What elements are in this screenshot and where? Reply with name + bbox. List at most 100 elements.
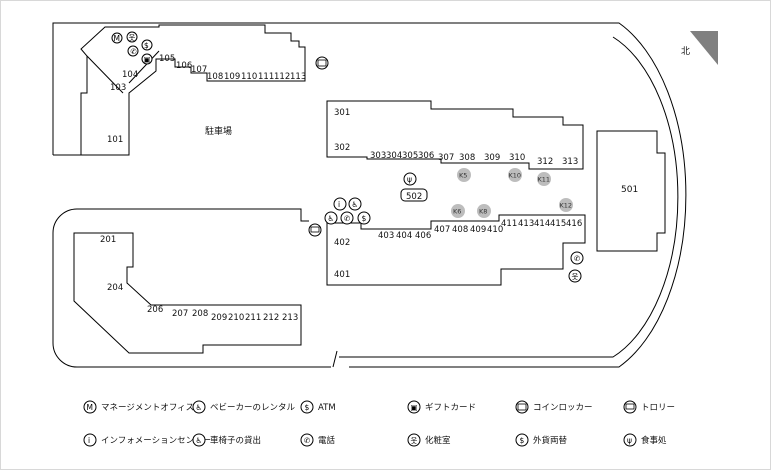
legend-information: i インフォメーションセンター [83, 433, 211, 447]
atm-icon[interactable]: $ [357, 211, 371, 225]
kiosk-k11[interactable]: K11 [537, 172, 551, 186]
management-office-icon[interactable]: M [111, 32, 123, 44]
unit-307: 307 [438, 153, 454, 163]
svg-text:♿: ♿ [328, 214, 335, 223]
unit-410: 410 [487, 225, 503, 235]
information-icon[interactable]: i [333, 197, 347, 211]
site-outline-top [52, 22, 687, 368]
svg-text:웃: 웃 [572, 272, 579, 281]
svg-text:食事処: 食事処 [641, 435, 667, 446]
north-arrow-icon [690, 31, 718, 65]
building-200 [73, 232, 302, 354]
unit-403: 403 [378, 231, 394, 241]
kiosk-k5[interactable]: K5 [457, 168, 471, 182]
unit-310: 310 [509, 153, 525, 163]
kiosk-k6[interactable]: K6 [451, 204, 465, 218]
parking-label: 駐車場 [205, 125, 232, 137]
svg-text:ベビーカーのレンタル: ベビーカーのレンタル [210, 403, 296, 413]
unit-302: 302 [334, 143, 350, 153]
svg-text:M: M [114, 34, 120, 43]
phone-icon[interactable]: ✆ [127, 45, 139, 57]
dining-icon: ψ [627, 436, 632, 445]
unit-303: 303 [370, 151, 386, 161]
restroom-icon[interactable]: 웃 [568, 269, 582, 283]
unit-209: 209 [211, 313, 227, 323]
management-office-icon: M [87, 403, 93, 412]
unit-208: 208 [192, 309, 208, 319]
unit-106: 106 [176, 61, 192, 71]
svg-text:電話: 電話 [318, 435, 336, 446]
unit-414: 414 [534, 219, 550, 229]
unit-112: 112 [274, 72, 290, 82]
svg-text:外貨両替: 外貨両替 [533, 435, 568, 446]
svg-text:マネージメントオフィス: マネージメントオフィス [101, 403, 194, 413]
building-100 [80, 24, 306, 156]
unit-413: 413 [518, 219, 534, 229]
unit-501: 501 [621, 185, 638, 195]
dining-icon[interactable]: ψ [403, 172, 417, 186]
svg-text:K8: K8 [479, 208, 487, 216]
legend-restroom: 웃 化粧室 [407, 433, 451, 447]
site-inner-curve [339, 36, 679, 358]
unit-409: 409 [470, 225, 486, 235]
unit-306: 306 [418, 151, 434, 161]
building-400 [326, 214, 586, 286]
atm-icon: $ [305, 403, 310, 412]
gift-icon[interactable]: ▣ [141, 53, 153, 65]
phone-icon[interactable]: ✆ [340, 211, 354, 225]
stroller-icon: ♿ [196, 403, 203, 412]
trolley-icon[interactable] [308, 223, 322, 237]
trolley-icon [625, 403, 635, 410]
unit-404: 404 [396, 231, 412, 241]
unit-308: 308 [459, 153, 475, 163]
svg-text:✆: ✆ [574, 254, 580, 263]
unit-312: 312 [537, 157, 553, 167]
svg-text:K11: K11 [538, 176, 551, 184]
restroom-icon[interactable]: 웃 [126, 31, 138, 43]
unit-206: 206 [147, 305, 163, 315]
svg-text:ギフトカード: ギフトカード [425, 403, 476, 413]
unit-313: 313 [562, 157, 578, 167]
phone-icon[interactable]: ✆ [570, 251, 584, 265]
unit-110: 110 [241, 72, 257, 82]
unit-411: 411 [501, 219, 517, 229]
locker-icon[interactable] [315, 56, 329, 70]
svg-text:ψ: ψ [407, 175, 412, 184]
unit-107: 107 [191, 65, 207, 75]
svg-text:▣: ▣ [144, 55, 151, 64]
unit-113: 113 [290, 72, 306, 82]
unit-204: 204 [107, 283, 123, 293]
kiosk-k10[interactable]: K10 [508, 168, 522, 182]
svg-text:化粧室: 化粧室 [425, 435, 451, 446]
legend-trolley: トロリー [623, 400, 675, 414]
unit-415: 415 [550, 219, 566, 229]
legend-gift-card: ▣ ギフトカード [407, 400, 476, 414]
unit-304: 304 [386, 151, 402, 161]
currency-exchange-icon[interactable]: $ [141, 39, 153, 51]
unit-502-box [400, 188, 428, 202]
svg-text:K12: K12 [560, 202, 573, 210]
legend-wheelchair: ♿ 車椅子の貸出 [192, 433, 261, 447]
kiosk-k12[interactable]: K12 [559, 198, 573, 212]
unit-109: 109 [224, 72, 240, 82]
kiosk-k8[interactable]: K8 [477, 204, 491, 218]
restroom-icon: 웃 [411, 436, 418, 445]
legend-atm: $ ATM [300, 400, 336, 414]
site-outline-bottom [52, 208, 338, 368]
unit-201: 201 [100, 235, 116, 245]
gift-icon: ▣ [411, 403, 418, 412]
wheelchair-icon[interactable]: ♿ [324, 211, 338, 225]
unit-104: 104 [122, 70, 138, 80]
unit-103: 103 [110, 83, 126, 93]
unit-301: 301 [334, 108, 350, 118]
unit-211: 211 [245, 313, 261, 323]
stroller-icon[interactable]: ♿ [348, 197, 362, 211]
legend: M マネージメントオフィス ♿ ベビーカーのレンタル $ ATM ▣ ギフトカー… [83, 400, 675, 447]
svg-text:✆: ✆ [344, 214, 350, 223]
unit-406: 406 [415, 231, 431, 241]
building-300 [326, 100, 584, 170]
unit-105: 105 [159, 54, 175, 64]
information-icon: i [88, 436, 90, 445]
building-100-divider-2 [128, 50, 160, 84]
